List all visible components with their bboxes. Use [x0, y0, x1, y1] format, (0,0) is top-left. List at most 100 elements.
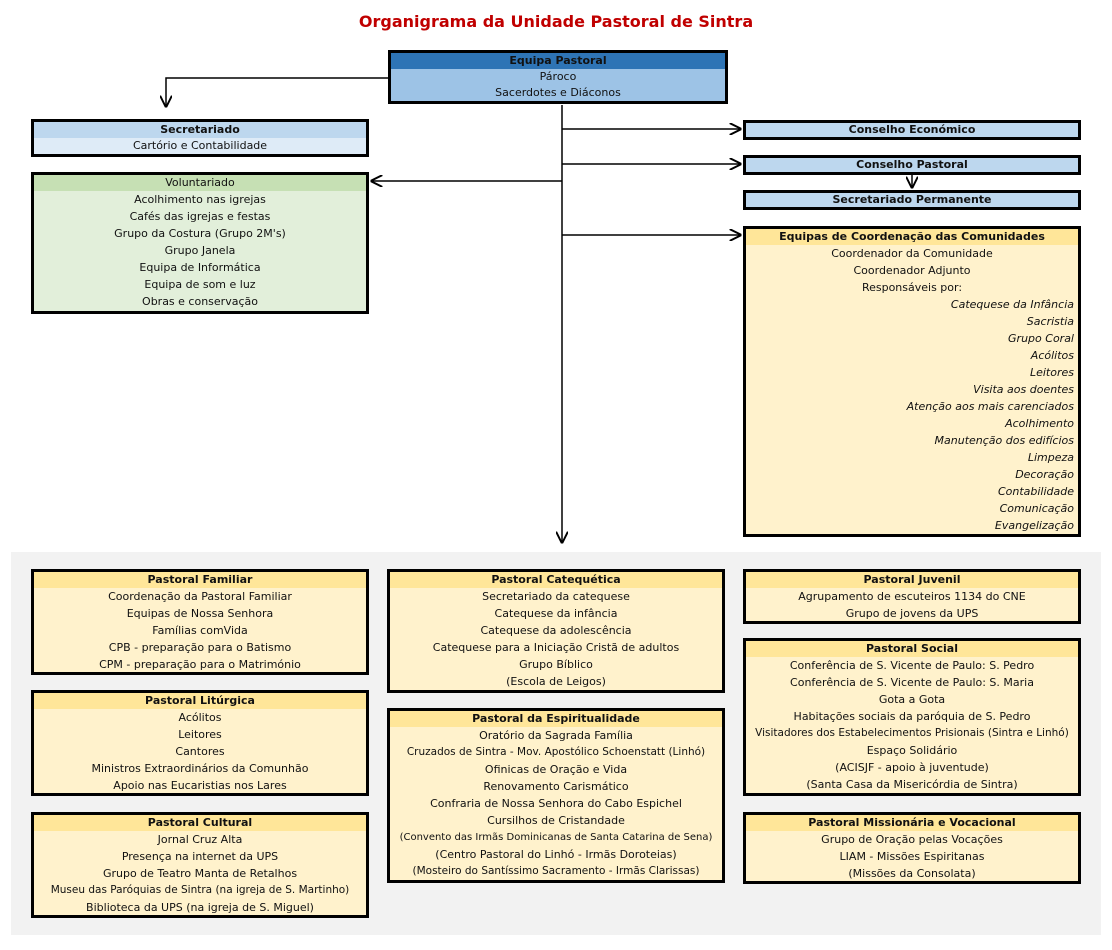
- pastoral-juvenil-header: Pastoral Juvenil: [746, 572, 1078, 588]
- responsavel-item: Atenção aos mais carenciados: [906, 400, 1074, 413]
- pastoral-familiar-item: CPB - preparação para o Batismo: [108, 641, 292, 654]
- pastoral-espiritualidade-item: Cruzados de Sintra - Mov. Apostólico Sch…: [406, 746, 706, 758]
- equipas-coordenacao-item: Coordenador Adjunto: [853, 264, 971, 277]
- voluntariado-item: Cafés das igrejas e festas: [129, 210, 271, 223]
- responsavel-item: Limpeza: [1027, 451, 1074, 464]
- pastoral-juvenil-box: Pastoral Juvenil Agrupamento de escuteir…: [743, 569, 1081, 624]
- responsavel-item: Catequese da Infância: [950, 298, 1074, 311]
- voluntariado-header: Voluntariado: [34, 175, 366, 191]
- pastoral-social-item: Gota a Gota: [878, 693, 946, 706]
- voluntariado-item: Acolhimento nas igrejas: [134, 193, 266, 206]
- equipa-pastoral-item: Sacerdotes e Diáconos: [495, 86, 621, 99]
- secretariado-header: Secretariado: [34, 122, 366, 138]
- pastoral-catequetica-item: Catequese para a Iniciação Cristã de adu…: [432, 641, 680, 654]
- pastoral-familiar-header: Pastoral Familiar: [34, 572, 366, 588]
- pastoral-espiritualidade-item: Cursilhos de Cristandade: [487, 814, 625, 827]
- pastoral-missionaria-item: LIAM - Missões Espiritanas: [839, 850, 985, 863]
- equipas-coordenacao-item: Coordenador da Comunidade: [831, 247, 993, 260]
- conselho-economico-box: Conselho Económico: [743, 120, 1081, 140]
- pastoral-liturgica-item: Leitores: [178, 728, 222, 741]
- pastoral-cultural-header: Pastoral Cultural: [34, 815, 366, 831]
- pastoral-social-item: (Santa Casa da Misericórdia de Sintra): [806, 778, 1018, 791]
- pastoral-liturgica-item: Acólitos: [178, 711, 222, 724]
- pastoral-catequetica-item: Catequese da adolescência: [480, 624, 632, 637]
- secretariado-permanente-box: Secretariado Permanente: [743, 190, 1081, 210]
- equipa-pastoral-header: Equipa Pastoral: [391, 53, 725, 69]
- pastoral-catequetica-item: Grupo Bíblico: [519, 658, 593, 671]
- pastoral-espiritualidade-item: (Mosteiro do Santíssimo Sacramento - Irm…: [412, 865, 700, 877]
- pastoral-catequetica-header: Pastoral Catequética: [390, 572, 722, 588]
- voluntariado-item: Obras e conservação: [142, 295, 258, 308]
- pastoral-social-item: Visitadores dos Estabelecimentos Prision…: [755, 727, 1069, 739]
- pastoral-familiar-item: Equipas de Nossa Senhora: [126, 607, 274, 620]
- connector-to-secretariado: [166, 77, 388, 106]
- voluntariado-item: Equipa de som e luz: [144, 278, 256, 291]
- responsavel-item: Manutenção dos edifícios: [934, 434, 1074, 447]
- pastoral-espiritualidade-item: Oratório da Sagrada Família: [479, 729, 633, 742]
- conselho-pastoral-header: Conselho Pastoral: [856, 158, 968, 171]
- responsavel-item: Acolhimento: [1005, 417, 1074, 430]
- responsavel-item: Evangelização: [994, 519, 1074, 532]
- pastoral-social-box: Pastoral Social Conferência de S. Vicent…: [743, 638, 1081, 796]
- pastoral-social-item: (ACISJF - apoio à juventude): [835, 761, 989, 774]
- pastoral-liturgica-item: Cantores: [175, 745, 225, 758]
- equipas-coordenacao-header: Equipas de Coordenação das Comunidades: [746, 229, 1078, 245]
- responsavel-item: Decoração: [1015, 468, 1074, 481]
- pastoral-espiritualidade-item: Renovamento Carismático: [483, 780, 629, 793]
- pastoral-juvenil-item: Agrupamento de escuteiros 1134 do CNE: [798, 590, 1026, 603]
- pastoral-catequetica-item: (Escola de Leigos): [506, 675, 606, 688]
- pastoral-espiritualidade-item: (Convento das Irmãs Dominicanas de Santa…: [399, 832, 713, 843]
- responsavel-item: Visita aos doentes: [973, 383, 1074, 396]
- chart-title: Organigrama da Unidade Pastoral de Sintr…: [358, 12, 754, 31]
- equipas-coordenacao-item: Responsáveis por:: [861, 281, 963, 294]
- pastoral-missionaria-box: Pastoral Missionária e Vocacional Grupo …: [743, 812, 1081, 884]
- pastoral-cultural-item: Grupo de Teatro Manta de Retalhos: [102, 867, 298, 880]
- pastoral-espiritualidade-item: (Centro Pastoral do Linhó - Irmãs Dorote…: [435, 848, 677, 861]
- pastoral-social-item: Conferência de S. Vicente de Paulo: S. P…: [789, 659, 1035, 672]
- pastoral-missionaria-header: Pastoral Missionária e Vocacional: [746, 815, 1078, 831]
- pastoral-liturgica-box: Pastoral Litúrgica Acólitos Leitores Can…: [31, 690, 369, 796]
- pastoral-social-item: Espaço Solidário: [866, 744, 958, 757]
- secretariado-box: Secretariado Cartório e Contabilidade: [31, 119, 369, 157]
- pastoral-cultural-item: Presença na internet da UPS: [121, 850, 279, 863]
- equipa-pastoral-box: Equipa Pastoral Pároco Sacerdotes e Diác…: [388, 50, 728, 104]
- pastoral-cultural-item: Jornal Cruz Alta: [157, 833, 243, 846]
- pastoral-missionaria-item: (Missões da Consolata): [848, 867, 976, 880]
- pastoral-social-header: Pastoral Social: [746, 641, 1078, 657]
- pastoral-liturgica-item: Apoio nas Eucaristias nos Lares: [113, 779, 287, 792]
- voluntariado-item: Grupo da Costura (Grupo 2M's): [114, 227, 286, 240]
- pastoral-espiritualidade-header: Pastoral da Espiritualidade: [390, 711, 722, 727]
- secretariado-item: Cartório e Contabilidade: [132, 139, 268, 152]
- secretariado-permanente-header: Secretariado Permanente: [832, 193, 992, 206]
- voluntariado-box: Voluntariado Acolhimento nas igrejas Caf…: [31, 172, 369, 314]
- pastoral-missionaria-item: Grupo de Oração pelas Vocações: [821, 833, 1003, 846]
- pastoral-catequetica-box: Pastoral Catequética Secretariado da cat…: [387, 569, 725, 693]
- pastoral-espiritualidade-box: Pastoral da Espiritualidade Oratório da …: [387, 708, 725, 883]
- voluntariado-item: Grupo Janela: [164, 244, 236, 257]
- pastoral-espiritualidade-item: Confraria de Nossa Senhora do Cabo Espic…: [430, 797, 682, 810]
- responsavel-item: Sacristia: [1026, 315, 1074, 328]
- pastoral-cultural-item: Museu das Paróquias de Sintra (na igreja…: [50, 884, 350, 896]
- equipas-coordenacao-box: Equipas de Coordenação das Comunidades C…: [743, 226, 1081, 537]
- equipa-pastoral-item: Pároco: [539, 70, 577, 83]
- responsavel-item: Grupo Coral: [1008, 332, 1074, 345]
- pastoral-catequetica-item: Secretariado da catequese: [482, 590, 630, 603]
- responsavel-item: Contabilidade: [997, 485, 1074, 498]
- pastoral-catequetica-item: Catequese da infância: [494, 607, 618, 620]
- pastoral-familiar-item: Coordenação da Pastoral Familiar: [108, 590, 292, 603]
- pastoral-familiar-item: Famílias comVida: [152, 624, 248, 637]
- responsavel-item: Leitores: [1029, 366, 1074, 379]
- conselho-economico-header: Conselho Económico: [848, 123, 976, 136]
- conselho-pastoral-box: Conselho Pastoral: [743, 155, 1081, 175]
- pastoral-liturgica-header: Pastoral Litúrgica: [34, 693, 366, 709]
- pastoral-cultural-box: Pastoral Cultural Jornal Cruz Alta Prese…: [31, 812, 369, 918]
- voluntariado-item: Equipa de Informática: [139, 261, 261, 274]
- pastoral-social-item: Habitações sociais da paróquia de S. Ped…: [793, 710, 1031, 723]
- pastoral-social-item: Conferência de S. Vicente de Paulo: S. M…: [790, 676, 1034, 689]
- responsavel-item: Acólitos: [1030, 349, 1074, 362]
- pastoral-liturgica-item: Ministros Extraordinários da Comunhão: [91, 762, 309, 775]
- pastoral-cultural-item: Biblioteca da UPS (na igreja de S. Migue…: [86, 901, 314, 914]
- responsavel-item: Comunicação: [999, 502, 1074, 515]
- pastoral-familiar-box: Pastoral Familiar Coordenação da Pastora…: [31, 569, 369, 675]
